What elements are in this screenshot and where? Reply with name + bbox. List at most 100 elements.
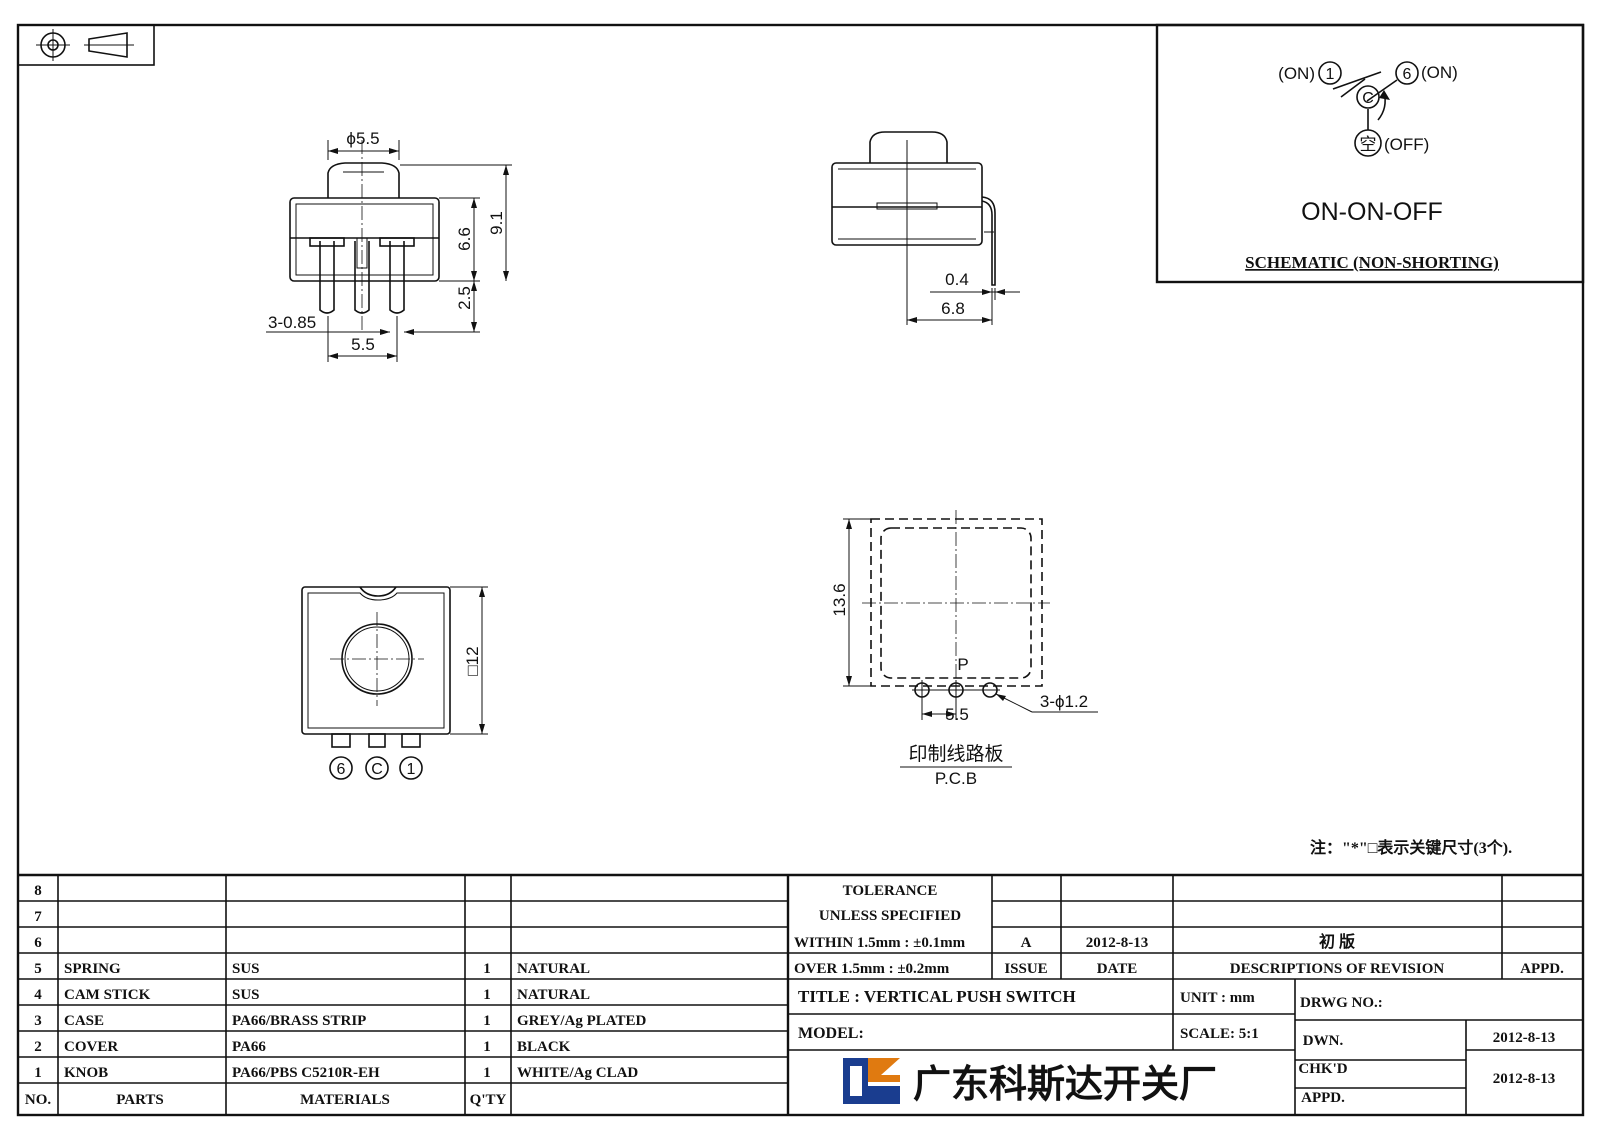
front-pin-width: 3-0.85	[268, 313, 316, 332]
front-pin-pitch: 5.5	[351, 335, 375, 354]
front-height-total: 9.1	[487, 211, 506, 235]
schematic-block: 1 6 C 空 (ON) (ON) (OFF) ON-ON-OFF SCHEMA…	[1155, 23, 1585, 284]
schematic-pin1-state: (ON)	[1278, 64, 1315, 83]
bom-part: CASE	[64, 1013, 104, 1029]
bom-qty: 1	[483, 1065, 491, 1081]
schematic-function: ON-ON-OFF	[1301, 198, 1443, 226]
revision-header-date: DATE	[1097, 961, 1138, 977]
front-view: ϕ5.5 6.6 9.1 2.5 3-0.85 5.5	[266, 129, 512, 362]
chkd-label: CHK'D	[1298, 1061, 1347, 1077]
bom-no: 3	[34, 1013, 42, 1029]
table-row: 4 CAM STICK SUS 1 NATURAL	[34, 987, 590, 1003]
dwn-date: 2012-8-13	[1493, 1030, 1556, 1046]
schematic-off-glyph: 空	[1360, 135, 1377, 154]
top-view: □12 6 C 1	[301, 586, 488, 780]
pcb-hole-label: 3-ϕ1.2	[1040, 692, 1088, 711]
bom-part: SPRING	[64, 961, 121, 977]
table-row: 2 COVER PA66 1 BLACK	[34, 1039, 570, 1055]
tolerance-title: TOLERANCE	[843, 883, 938, 899]
table-row: 8	[34, 883, 42, 899]
bom-material: PA66/PBS C5210R-EH	[232, 1065, 380, 1081]
dwn-label: DWN.	[1303, 1033, 1344, 1049]
revision-header-description: DESCRIPTIONS OF REVISION	[1230, 961, 1445, 977]
pcb-caption-en: P.C.B	[935, 769, 977, 788]
pcb-pitch: 5.5	[945, 705, 969, 724]
table-row: 1 KNOB PA66/PBS C5210R-EH 1 WHITE/Ag CLA…	[34, 1065, 638, 1081]
bom-no: 2	[34, 1039, 42, 1055]
bom-header-material: MATERIALS	[300, 1092, 390, 1108]
appd-label: APPD.	[1301, 1090, 1345, 1106]
company-logo	[843, 1058, 900, 1104]
bom-material: PA66	[232, 1039, 266, 1055]
drawing-title: TITLE : VERTICAL PUSH SWITCH	[798, 987, 1076, 1006]
schematic-common: C	[1362, 90, 1374, 107]
revision-issue: A	[1021, 935, 1032, 951]
bom-part: CAM STICK	[64, 987, 151, 1003]
bom-part: KNOB	[64, 1065, 108, 1081]
table-row: 7	[34, 909, 42, 925]
drawing-border	[16, 23, 1585, 1117]
top-pin-label-c: C	[371, 761, 383, 778]
tolerance-within: WITHIN 1.5mm : ±0.1mm	[794, 935, 966, 951]
tolerance-block: TOLERANCE UNLESS SPECIFIED WITHIN 1.5mm …	[794, 883, 966, 977]
bom-no: 6	[34, 935, 42, 951]
unit-field: UNIT : mm	[1180, 990, 1255, 1006]
bom-qty: 1	[483, 1039, 491, 1055]
bom-finish: GREY/Ag PLATED	[517, 1013, 646, 1029]
model-field: MODEL:	[798, 1025, 864, 1042]
bom-material: PA66/BRASS STRIP	[232, 1013, 366, 1029]
bom-material: SUS	[232, 987, 260, 1003]
bom-no: 5	[34, 961, 42, 977]
bom-header-part: PARTS	[116, 1092, 164, 1108]
bom-finish: NATURAL	[517, 961, 590, 977]
bom-qty: 1	[483, 1013, 491, 1029]
bom-part: COVER	[64, 1039, 118, 1055]
table-row: 5 SPRING SUS 1 NATURAL	[34, 961, 590, 977]
revision-description: 初 版	[1319, 932, 1355, 951]
revision-header-issue: ISSUE	[1004, 961, 1047, 977]
bom-no: 4	[34, 987, 42, 1003]
top-pin-label-6: 6	[337, 761, 346, 778]
side-pin-thickness: 0.4	[945, 270, 969, 289]
company-name: 广东科斯达开关厂	[913, 1062, 1217, 1106]
side-pin-offset: 6.8	[941, 299, 965, 318]
scale-field: SCALE: 5:1	[1180, 1026, 1259, 1042]
drawing-number-label: DRWG NO.:	[1300, 995, 1383, 1011]
bom-header-qty: Q'TY	[470, 1092, 507, 1108]
schematic-caption: SCHEMATIC (NON-SHORTING)	[1245, 253, 1499, 272]
title-fields: TITLE : VERTICAL PUSH SWITCH UNIT : mm D…	[798, 987, 1555, 1106]
bom-finish: WHITE/Ag CLAD	[517, 1065, 638, 1081]
bom-header-no: NO.	[25, 1092, 52, 1108]
drawing-note: 注："*"□表示关键尺寸(3个).	[1310, 838, 1512, 857]
schematic-pin6: 6	[1403, 66, 1412, 83]
side-view: 0.4 6.8	[831, 131, 1020, 325]
projection-symbol	[17, 24, 155, 66]
schematic-pin1: 1	[1326, 66, 1335, 83]
bom-finish: BLACK	[517, 1039, 571, 1055]
front-dia-label: ϕ5.5	[346, 129, 379, 148]
tolerance-subtitle: UNLESS SPECIFIED	[819, 908, 961, 924]
bom-header-row: NO. PARTS MATERIALS Q'TY	[25, 1092, 507, 1108]
table-row: 6	[34, 935, 42, 951]
tolerance-over: OVER 1.5mm : ±0.2mm	[794, 961, 950, 977]
pcb-view: 5.5 P 3-ϕ1.2 13.6 印制线路板 P.C.B	[830, 510, 1098, 788]
bom-no: 1	[34, 1065, 42, 1081]
bom-finish: NATURAL	[517, 987, 590, 1003]
revision-header-appd: APPD.	[1520, 961, 1564, 977]
revision-date: 2012-8-13	[1086, 935, 1149, 951]
bom-table: 8 7 6 5 SPRING SUS 1 NATURAL 4 CAM STICK…	[25, 883, 647, 1108]
bom-no: 8	[34, 883, 42, 899]
pcb-caption-cn: 印制线路板	[908, 743, 1003, 765]
front-height-body: 6.6	[455, 227, 474, 251]
pcb-pin-mark: P	[957, 655, 968, 674]
schematic-pin6-state: (ON)	[1421, 63, 1458, 82]
revision-block: A 2012-8-13 初 版 ISSUE DATE DESCRIPTIONS …	[1004, 932, 1564, 977]
chkd-date: 2012-8-13	[1493, 1071, 1556, 1087]
bom-no: 7	[34, 909, 42, 925]
bom-qty: 1	[483, 961, 491, 977]
pcb-height: 13.6	[830, 583, 849, 616]
title-block	[18, 873, 1583, 1115]
front-pin-length: 2.5	[455, 286, 474, 310]
schematic-off-state: (OFF)	[1384, 135, 1429, 154]
